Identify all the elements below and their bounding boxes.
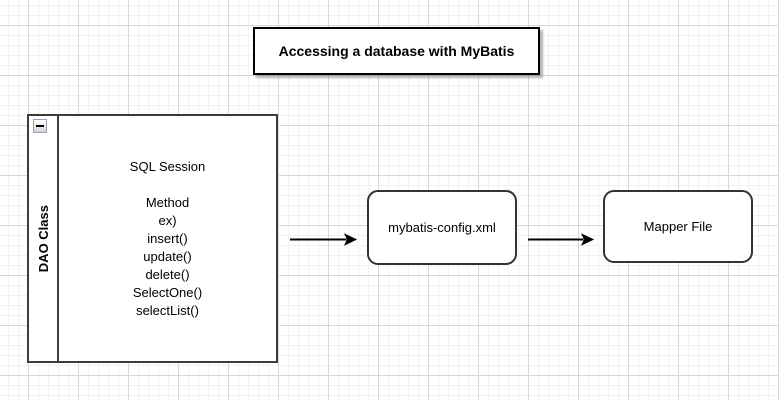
text-line: insert() xyxy=(147,230,188,246)
arrowhead-icon xyxy=(343,233,358,246)
diagram-title-box[interactable]: Accessing a database with MyBatis xyxy=(253,27,540,75)
mybatis-config-label: mybatis-config.xml xyxy=(388,220,496,235)
mapper-file-box[interactable]: Mapper File xyxy=(603,190,753,263)
text-line: selectList() xyxy=(136,302,199,318)
dao-content-text: SQL Session Method ex) insert() update() del… xyxy=(59,116,276,361)
mybatis-config-box[interactable]: mybatis-config.xml xyxy=(367,190,517,265)
text-line: ex) xyxy=(158,212,177,228)
minus-icon xyxy=(36,125,44,127)
mapper-file-label: Mapper File xyxy=(643,219,713,234)
text-line: update() xyxy=(143,248,192,264)
arrowhead-icon xyxy=(580,233,595,246)
arrow-config-to-mapper[interactable] xyxy=(528,233,595,246)
collapse-button[interactable] xyxy=(33,119,47,133)
text-line: Method xyxy=(145,194,190,210)
arrow-dao-to-config[interactable] xyxy=(290,233,358,246)
text-line: delete() xyxy=(145,266,190,282)
text-line: SelectOne() xyxy=(132,284,203,300)
dao-class-title-strip: DAO Class xyxy=(29,116,59,361)
diagram-title: Accessing a database with MyBatis xyxy=(278,43,515,59)
dao-class-box[interactable]: DAO Class SQL Session Method ex) insert() u… xyxy=(27,114,278,363)
text-line: SQL Session xyxy=(129,158,206,174)
